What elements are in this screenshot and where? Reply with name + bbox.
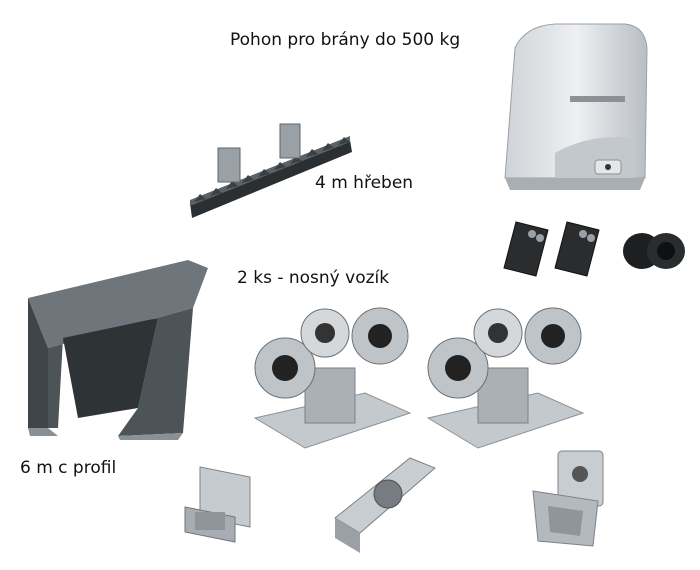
c-profile-image (18, 258, 213, 443)
photocell-image (620, 230, 690, 272)
rack-caption: 4 m hřeben (315, 173, 414, 193)
gate-stop-image (180, 462, 255, 547)
profile-caption: 6 m c profil (20, 458, 117, 478)
carriage-2-image (418, 298, 588, 463)
guide-bracket-image (528, 446, 608, 556)
end-roller-image (330, 448, 440, 558)
motor-caption: Pohon pro brány do 500 kg (230, 30, 461, 50)
carriage-caption: 2 ks - nosný vozík (237, 268, 390, 288)
remote-control-2-image (553, 220, 601, 278)
gate-motor-image (495, 18, 655, 193)
gear-rack-image (180, 118, 360, 228)
carriage-1-image (245, 298, 415, 463)
remote-control-1-image (502, 220, 550, 278)
